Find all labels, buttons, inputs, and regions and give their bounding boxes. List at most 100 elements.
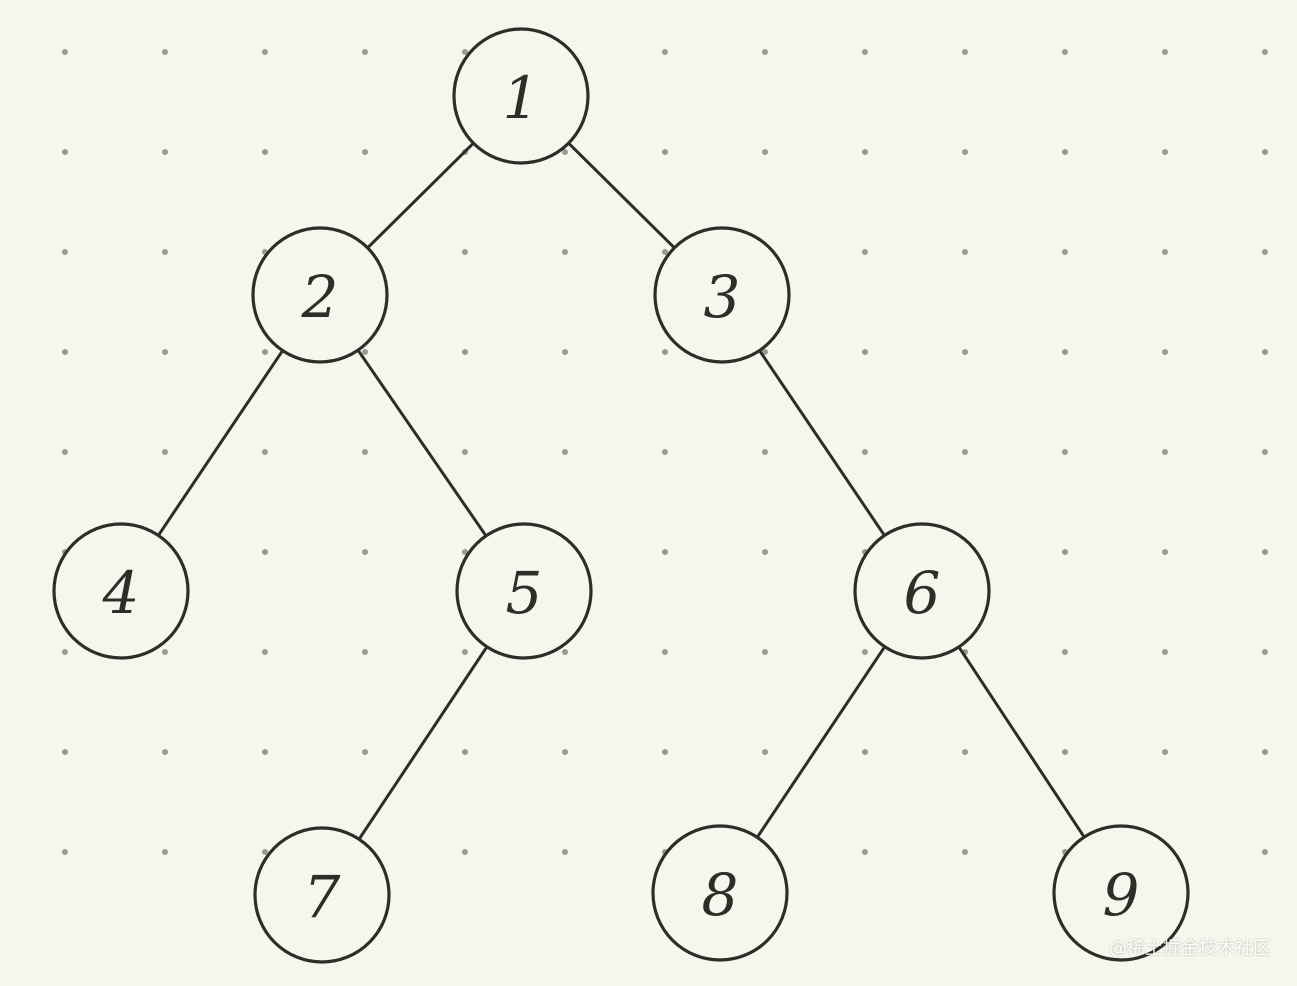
grid-dot [62,49,68,55]
node-label: 4 [102,559,140,627]
grid-dot [62,749,68,755]
grid-dot [462,649,468,655]
watermark: @稀土掘金技术社区 [1109,938,1271,959]
grid-dot [62,449,68,455]
grid-dot [1162,149,1168,155]
node-label: 7 [304,863,341,931]
grid-dot [162,349,168,355]
grid-dot [862,849,868,855]
tree-node-2: 2 [251,226,389,364]
grid-dot [62,349,68,355]
grid-dot [362,449,368,455]
grid-dot [662,749,668,755]
grid-dot [1262,449,1268,455]
node-label: 1 [503,64,540,132]
grid-dot [362,549,368,555]
node-label: 3 [704,263,741,331]
grid-dot [362,49,368,55]
grid-dot [262,349,268,355]
grid-dot [662,349,668,355]
grid-dot [1062,749,1068,755]
node-label: 2 [301,263,339,331]
grid-dot [1062,349,1068,355]
node-circle [653,226,791,364]
grid-dot [462,849,468,855]
grid-dot [1262,749,1268,755]
grid-dot [562,649,568,655]
grid-dot [862,149,868,155]
edge-5-7 [353,638,493,848]
grid-dot [762,649,768,655]
grid-dot [1062,449,1068,455]
grid-dot [362,749,368,755]
grid-dot [962,149,968,155]
grid-dot [462,349,468,355]
edge-2-5 [351,342,493,544]
grid-dot [962,49,968,55]
grid-dot [662,549,668,555]
node-circle [251,226,389,364]
grid-dot [662,149,668,155]
grid-dot [62,649,68,655]
grid-dot [962,349,968,355]
grid-dot [162,649,168,655]
grid-dot [1162,449,1168,455]
grid-dot [1262,649,1268,655]
grid-dot [562,249,568,255]
node-circle [455,522,593,660]
grid-dot [762,449,768,455]
grid-dot [662,449,668,455]
node-circle [52,522,190,660]
node-circle [853,522,991,660]
grid-dot [962,449,968,455]
grid-dot [262,149,268,155]
grid-dot [962,749,968,755]
grid-dot [262,549,268,555]
grid-dot [962,849,968,855]
tree-node-8: 8 [651,824,789,962]
grid-dot [462,749,468,755]
tree-edges [152,136,1091,848]
node-circle [452,27,590,165]
grid-dot [1062,249,1068,255]
node-label: 6 [904,559,941,627]
grid-dot [1062,649,1068,655]
node-label: 8 [702,861,739,929]
grid-dot [1062,49,1068,55]
grid-dot [62,149,68,155]
grid-dot [462,449,468,455]
tree-node-7: 7 [253,826,391,964]
tree-node-3: 3 [653,226,791,364]
grid-dot [1262,249,1268,255]
grid-dot [562,449,568,455]
grid-dot [962,249,968,255]
grid-dot [862,749,868,755]
grid-dot [1162,649,1168,655]
tree-node-5: 5 [455,522,593,660]
grid-dot [762,749,768,755]
grid-dot [1062,549,1068,555]
grid-dot [662,249,668,255]
grid-dot [1162,749,1168,755]
grid-dot [1162,49,1168,55]
grid-dot [162,149,168,155]
grid-dot [562,849,568,855]
grid-dot [1262,349,1268,355]
grid-dot [462,49,468,55]
grid-dot [562,749,568,755]
grid-dot [362,149,368,155]
tree-node-9: 9 [1052,824,1190,962]
grid-dot [762,549,768,555]
node-circle [651,824,789,962]
grid-dot [1162,249,1168,255]
dot-grid [62,49,1268,855]
edge-1-2 [360,136,481,255]
grid-dot [1162,549,1168,555]
grid-dot [162,449,168,455]
grid-dot [362,649,368,655]
grid-dot [62,849,68,855]
grid-dot [1062,149,1068,155]
grid-dot [862,249,868,255]
grid-dot [562,349,568,355]
